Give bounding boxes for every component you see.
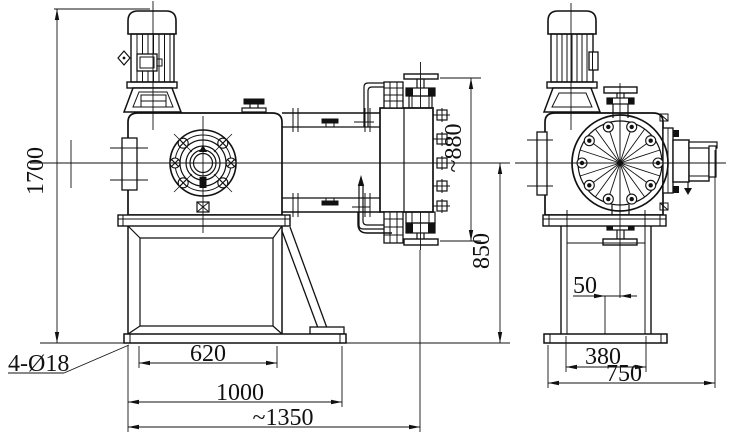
oil-cap: [241, 98, 267, 113]
front-base: [117, 214, 347, 344]
bolt-ticks: [173, 133, 233, 193]
dimensions: [8, 8, 716, 432]
cylinder-flange-ticks: [292, 108, 371, 217]
dim-1000: [128, 346, 343, 407]
housing-side: [527, 112, 664, 216]
side-port: [121, 137, 138, 191]
side-stand: [560, 210, 652, 334]
motor-side: [542, 10, 602, 113]
dim-label-880: ~880: [441, 124, 467, 173]
gear-housing: [110, 98, 283, 216]
discharge-valve: [403, 73, 439, 109]
dimension-labels: 1700 ~880 850 620 1000 ~1350 4-Ø18 50 38…: [8, 124, 642, 431]
top-left-fitting: [383, 81, 404, 109]
label-anchor-holes-text: 4-Ø18: [8, 351, 69, 377]
support-brace: [281, 226, 345, 335]
dim-750: [547, 150, 716, 388]
front-centerlines: [30, 1, 510, 233]
dim-label-380: 380: [585, 344, 621, 370]
pump-cylinder: [282, 108, 380, 217]
motor-ribs: [136, 34, 171, 82]
front-view: [30, 1, 510, 344]
dim-1350: [127, 250, 421, 432]
junction-box-side: [588, 51, 599, 71]
bottom-left-fitting: [383, 211, 404, 244]
dim-380: [565, 336, 647, 372]
motor-front: [117, 10, 183, 113]
dim-50: [573, 293, 637, 334]
head-ring-bolts: [576, 121, 664, 205]
dim-label-750: 750: [606, 361, 642, 387]
label-anchor-holes: [8, 344, 130, 374]
hydraulic-pipes: [352, 82, 384, 230]
suction-valve: [403, 211, 439, 246]
side-port-side: [536, 131, 548, 196]
side-base-plate: [543, 333, 668, 344]
dim-880: [440, 77, 481, 242]
dim-620: [138, 346, 278, 368]
front-stand: [127, 225, 283, 335]
dim-label-1350: ~1350: [253, 405, 314, 431]
dim-label-1700: 1700: [23, 147, 49, 195]
head-bracket: [357, 212, 392, 234]
front-base-plate: [123, 333, 347, 344]
motor-mount-side: [542, 87, 602, 113]
side-view: [515, 3, 726, 344]
dim-1700: [40, 8, 150, 344]
dim-850: [345, 163, 510, 344]
dim-label-850: 850: [469, 233, 495, 269]
pump-head: [352, 62, 450, 250]
dim-label-620: 620: [190, 341, 226, 367]
rear-assembly: [662, 127, 718, 195]
dim-label-1000: 1000: [216, 380, 264, 406]
discharge-valve-side: [603, 86, 638, 118]
housing-bolts-side: [659, 113, 669, 211]
side-base: [542, 210, 668, 344]
dim-label-50: 50: [573, 273, 597, 299]
side-centerlines: [515, 3, 726, 298]
